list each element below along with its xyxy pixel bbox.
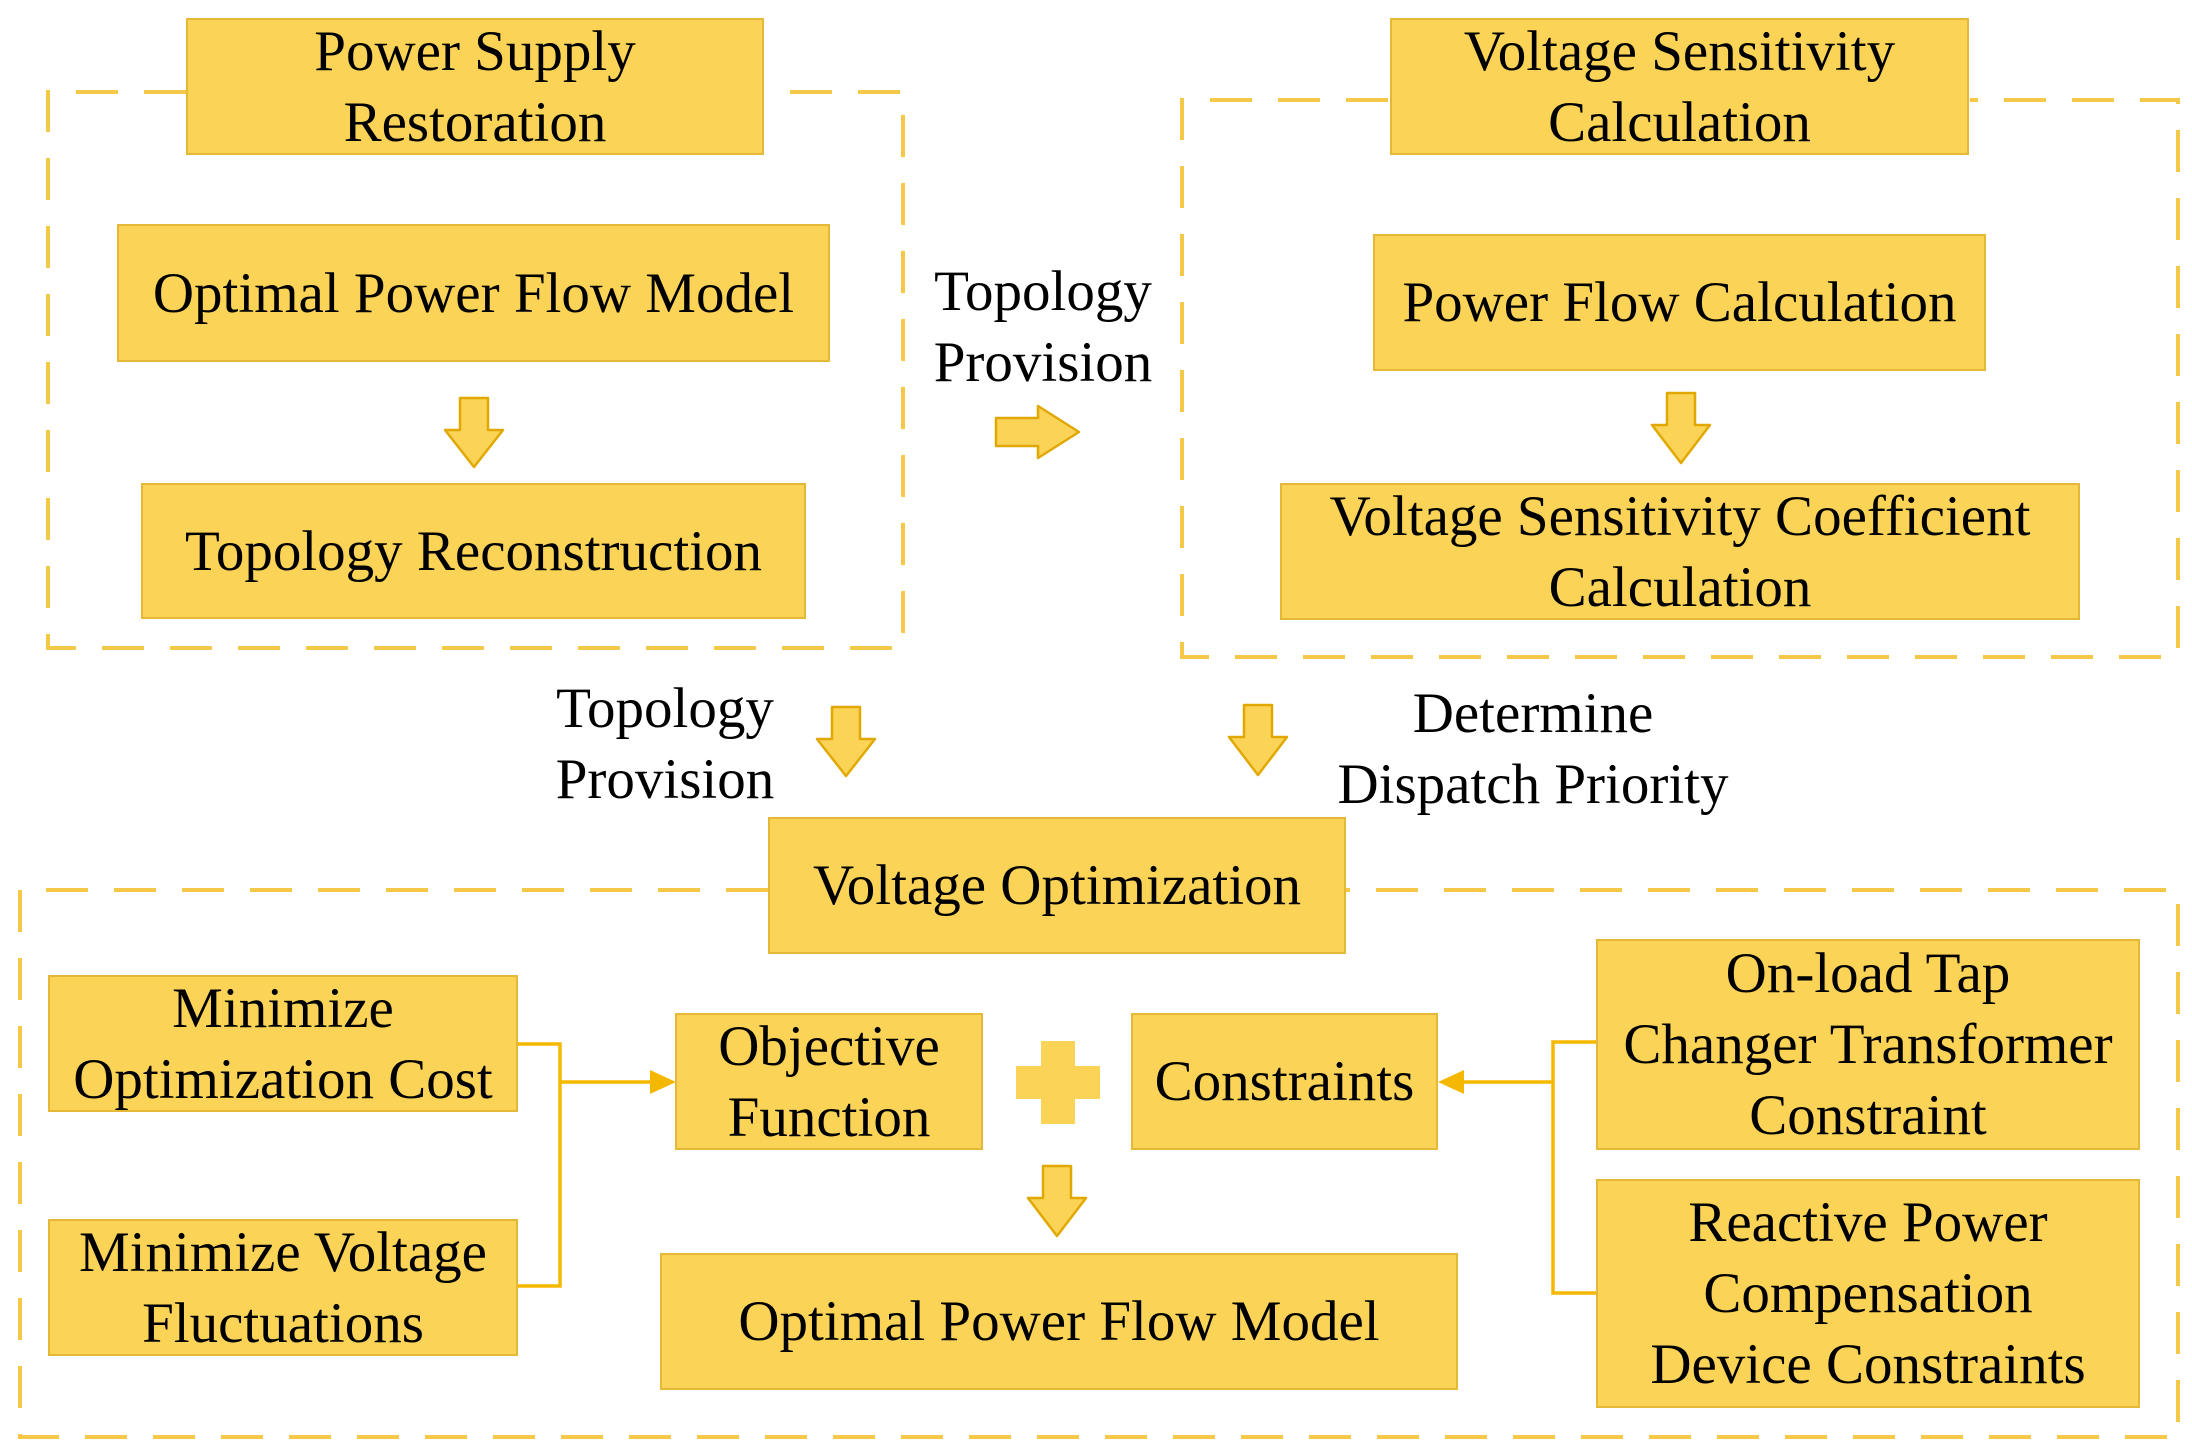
- constraints-connector-arrowhead: [1438, 1070, 1464, 1094]
- minimize-optimization-cost-box: Minimize Optimization Cost: [48, 975, 518, 1112]
- optimization-group-border: [18, 888, 2180, 1439]
- minimize-voltage-fluctuations-box: Minimize Voltage Fluctuations: [48, 1219, 518, 1356]
- power-flow-calculation-box: Power Flow Calculation: [1373, 234, 1986, 371]
- down-arrow-icon: [815, 705, 877, 778]
- voltage-optimization-title: Voltage Optimization: [768, 817, 1346, 954]
- objective-connector-arrowhead: [650, 1070, 676, 1094]
- voltage-sensitivity-calculation-title: Voltage Sensitivity Calculation: [1390, 18, 1969, 155]
- constraints-connector: [1462, 1040, 1596, 1295]
- determine-dispatch-priority-label: Determine Dispatch Priority: [1337, 682, 1729, 816]
- plus-icon: [1016, 1041, 1100, 1124]
- topology-provision-label-bottom: Topology Provision: [555, 677, 775, 811]
- restoration-group-border: [46, 90, 905, 650]
- power-supply-restoration-title: Power Supply Restoration: [186, 18, 764, 155]
- oltc-constraint-box: On-load Tap Changer Transformer Constrai…: [1596, 939, 2140, 1150]
- reactive-power-compensation-box: Reactive Power Compensation Device Const…: [1596, 1179, 2140, 1408]
- down-arrow-icon: [1227, 703, 1289, 777]
- optimization-optimal-power-flow-model-box: Optimal Power Flow Model: [660, 1253, 1458, 1390]
- down-arrow-icon: [443, 396, 505, 469]
- objective-function-box: Objective Function: [675, 1013, 983, 1150]
- sensitivity-group-border: [1180, 98, 2180, 659]
- topology-reconstruction-box: Topology Reconstruction: [141, 483, 806, 619]
- voltage-sensitivity-coefficient-calculation-box: Voltage Sensitivity Coefficient Calculat…: [1280, 483, 2080, 620]
- right-arrow-icon: [994, 404, 1081, 460]
- topology-provision-label-top: Topology Provision: [933, 260, 1153, 394]
- constraints-box: Constraints: [1131, 1013, 1438, 1150]
- objective-connector: [517, 1042, 652, 1288]
- down-arrow-icon: [1026, 1164, 1088, 1238]
- down-arrow-icon: [1650, 391, 1712, 465]
- restoration-optimal-power-flow-model-box: Optimal Power Flow Model: [117, 224, 830, 362]
